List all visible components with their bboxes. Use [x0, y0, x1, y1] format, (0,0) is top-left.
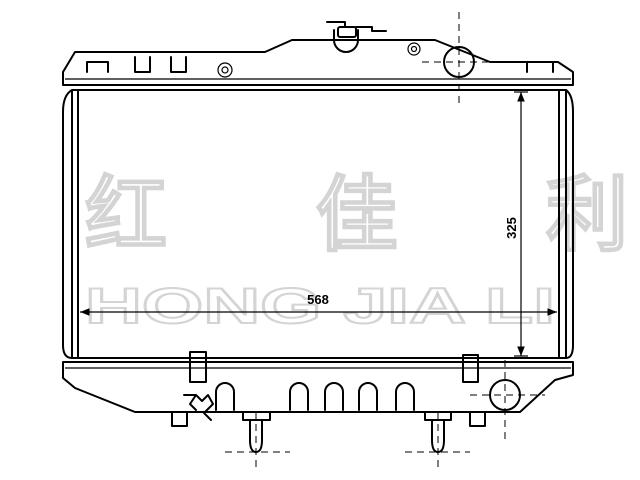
height-label: 325 — [504, 217, 519, 239]
width-label: 568 — [307, 292, 329, 307]
drain-plug — [183, 394, 214, 421]
watermark-chinese: 红 佳 利 — [85, 168, 640, 263]
bottom-tank — [62, 351, 574, 427]
watermark-english: HONG JIA LI — [85, 278, 555, 334]
width-dimension: 568 — [80, 292, 557, 316]
filler-cap — [326, 21, 387, 53]
radiator-core — [62, 89, 574, 359]
center-lines — [225, 12, 545, 468]
watermark: 红 佳 利 HONG JIA LI — [84, 167, 640, 335]
mounting-pins — [242, 411, 452, 453]
top-tank — [62, 39, 574, 86]
height-dimension: 325 — [504, 91, 528, 357]
